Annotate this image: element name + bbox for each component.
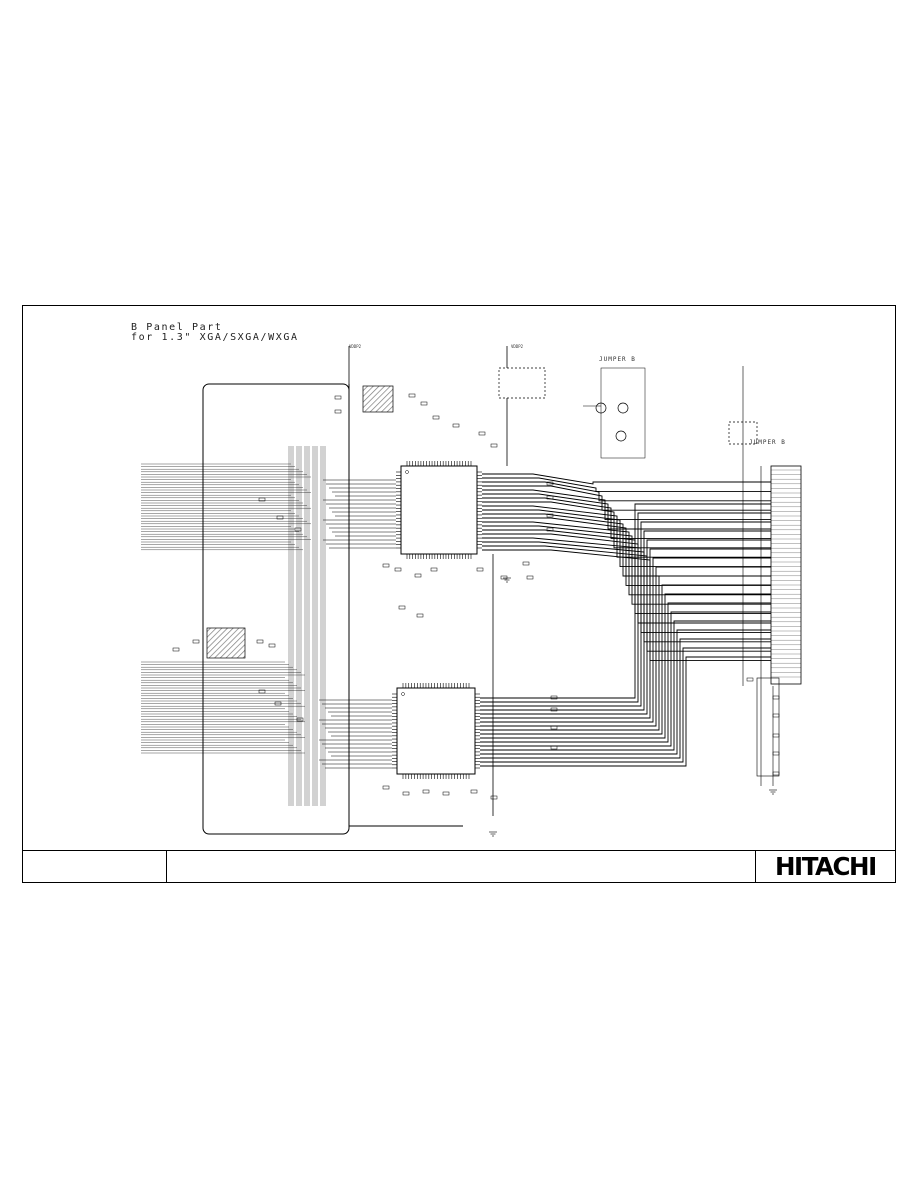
component-layer	[172, 367, 802, 800]
jumper-label-top: JUMPER B	[599, 356, 636, 363]
net-label-vddp2-left: VDDP2	[349, 344, 362, 349]
title-block-cell-logo: HITACHI	[755, 851, 895, 882]
sheet-title-line-2: for 1.3" XGA/SXGA/WXGA	[131, 332, 299, 343]
net-label-vddp2-right: VDDP2	[511, 344, 524, 349]
upper-qfp-ic	[400, 465, 478, 555]
title-block: HITACHI	[23, 850, 895, 882]
lower-qfp-ic	[396, 687, 476, 775]
ic-layer	[392, 461, 482, 779]
wire-layer	[141, 346, 801, 837]
hitachi-logo: HITACHI	[775, 852, 877, 881]
title-block-cell-left	[23, 851, 167, 882]
schematic-sheet: B Panel Part for 1.3" XGA/SXGA/WXGA JUMP…	[22, 305, 896, 883]
schematic-drawing	[141, 346, 802, 837]
jumper-label-right: JUMPER B	[749, 439, 786, 446]
sheet-title-line-1: B Panel Part	[131, 322, 223, 333]
